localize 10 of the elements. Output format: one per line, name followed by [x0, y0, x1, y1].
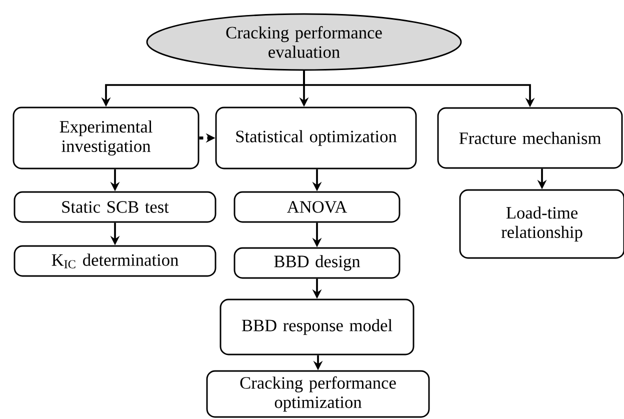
process-box: Fracture mechanism	[437, 107, 623, 169]
process-box: ANOVA	[234, 191, 400, 223]
process-box: Static SCB test	[14, 191, 216, 223]
process-box: Cracking performance optimization	[206, 370, 430, 418]
process-box: Load-time relationship	[459, 189, 624, 259]
process-box: Statistical optimization	[215, 106, 417, 170]
process-box: BBD design	[234, 247, 400, 279]
process-box: Experimental investigation	[12, 106, 200, 170]
process-box: BBD response model	[220, 298, 414, 356]
process-box: K$_{IC}$ determination	[14, 245, 216, 277]
